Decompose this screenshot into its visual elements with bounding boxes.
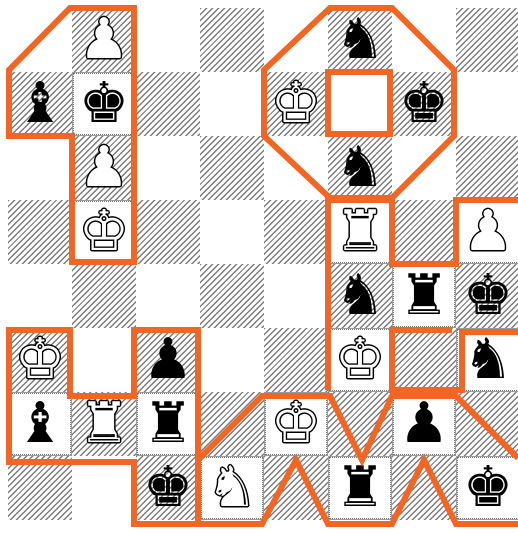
square-h6[interactable] [456,136,518,200]
square-f3[interactable]: ♚ [328,328,392,392]
square-g2[interactable]: ♟ [392,392,456,456]
white-rook-icon[interactable]: ♜ [328,200,392,264]
white-king-icon[interactable]: ♚ [264,72,328,136]
white-pawn-icon[interactable]: ♟ [72,8,136,72]
square-d3[interactable] [200,328,264,392]
square-h3[interactable]: ♞ [456,328,518,392]
square-d7[interactable] [200,72,264,136]
white-king-icon[interactable]: ♚ [8,328,72,392]
square-f7[interactable] [328,72,392,136]
black-knight-icon[interactable]: ♞ [328,8,392,72]
square-b3[interactable] [72,328,136,392]
square-g4[interactable]: ♜ [392,264,456,328]
square-e4[interactable] [264,264,328,328]
black-king-icon[interactable]: ♚ [72,72,136,136]
chess-board: ♟♞♝♚♚♚♟♞♚♜♟♞♜♚♚♟♚♞♝♜♜♚♟♚♞♜♚ [8,8,518,520]
square-c5[interactable] [136,200,200,264]
black-knight-icon[interactable]: ♞ [328,264,392,328]
square-b7[interactable]: ♚ [72,72,136,136]
square-c3[interactable]: ♟ [136,328,200,392]
square-f6[interactable]: ♞ [328,136,392,200]
square-f8[interactable]: ♞ [328,8,392,72]
square-c6[interactable] [136,136,200,200]
square-d1[interactable]: ♞ [200,456,264,520]
black-king-icon[interactable]: ♚ [456,456,518,520]
square-a3[interactable]: ♚ [8,328,72,392]
black-knight-icon[interactable]: ♞ [328,136,392,200]
black-king-icon[interactable]: ♚ [392,72,456,136]
square-g6[interactable] [392,136,456,200]
square-c7[interactable] [136,72,200,136]
square-b5[interactable]: ♚ [72,200,136,264]
square-e3[interactable] [264,328,328,392]
square-b2[interactable]: ♜ [72,392,136,456]
black-bishop-icon[interactable]: ♝ [8,392,72,456]
white-king-icon[interactable]: ♚ [264,392,328,456]
square-b6[interactable]: ♟ [72,136,136,200]
square-h8[interactable] [456,8,518,72]
white-pawn-icon[interactable]: ♟ [72,136,136,200]
black-bishop-icon[interactable]: ♝ [8,72,72,136]
square-h7[interactable] [456,72,518,136]
square-g7[interactable]: ♚ [392,72,456,136]
square-a5[interactable] [8,200,72,264]
square-h5[interactable]: ♟ [456,200,518,264]
black-pawn-icon[interactable]: ♟ [392,392,456,456]
black-rook-icon[interactable]: ♜ [328,456,392,520]
square-g8[interactable] [392,8,456,72]
square-h1[interactable]: ♚ [456,456,518,520]
square-a1[interactable] [8,456,72,520]
square-g1[interactable] [392,456,456,520]
square-d4[interactable] [200,264,264,328]
white-king-icon[interactable]: ♚ [72,200,136,264]
square-e1[interactable] [264,456,328,520]
square-e6[interactable] [264,136,328,200]
black-pawn-icon[interactable]: ♟ [136,328,200,392]
square-a7[interactable]: ♝ [8,72,72,136]
square-f4[interactable]: ♞ [328,264,392,328]
square-f1[interactable]: ♜ [328,456,392,520]
black-king-icon[interactable]: ♚ [136,456,200,520]
square-a2[interactable]: ♝ [8,392,72,456]
square-e8[interactable] [264,8,328,72]
square-a4[interactable] [8,264,72,328]
square-c4[interactable] [136,264,200,328]
square-g3[interactable] [392,328,456,392]
white-rook-icon[interactable]: ♜ [72,392,136,456]
square-e2[interactable]: ♚ [264,392,328,456]
square-e7[interactable]: ♚ [264,72,328,136]
square-c8[interactable] [136,8,200,72]
square-c2[interactable]: ♜ [136,392,200,456]
square-d2[interactable] [200,392,264,456]
black-rook-icon[interactable]: ♜ [136,392,200,456]
white-pawn-icon[interactable]: ♟ [456,200,518,264]
square-c1[interactable]: ♚ [136,456,200,520]
square-b4[interactable] [72,264,136,328]
black-knight-icon[interactable]: ♞ [456,328,518,392]
black-rook-icon[interactable]: ♜ [392,264,456,328]
square-f5[interactable]: ♜ [328,200,392,264]
square-d6[interactable] [200,136,264,200]
square-h2[interactable] [456,392,518,456]
black-king-icon[interactable]: ♚ [456,264,518,328]
square-a8[interactable] [8,8,72,72]
square-d5[interactable] [200,200,264,264]
square-a6[interactable] [8,136,72,200]
square-e5[interactable] [264,200,328,264]
square-h4[interactable]: ♚ [456,264,518,328]
white-knight-icon[interactable]: ♞ [200,456,264,520]
square-g5[interactable] [392,200,456,264]
square-d8[interactable] [200,8,264,72]
square-f2[interactable] [328,392,392,456]
square-b1[interactable] [72,456,136,520]
white-king-icon[interactable]: ♚ [328,328,392,392]
square-b8[interactable]: ♟ [72,8,136,72]
